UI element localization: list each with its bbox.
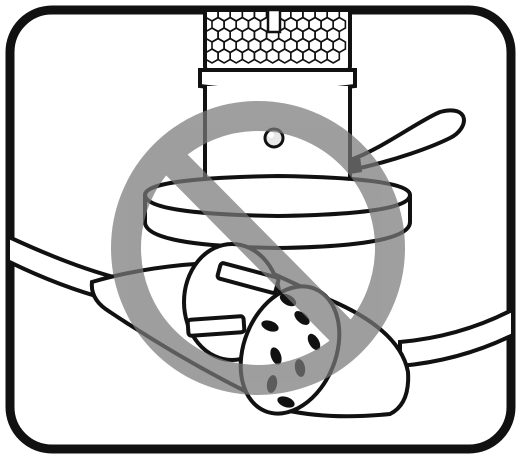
no-plug-under-microphone-diagram [0,0,521,459]
warning-illustration [0,0,521,459]
